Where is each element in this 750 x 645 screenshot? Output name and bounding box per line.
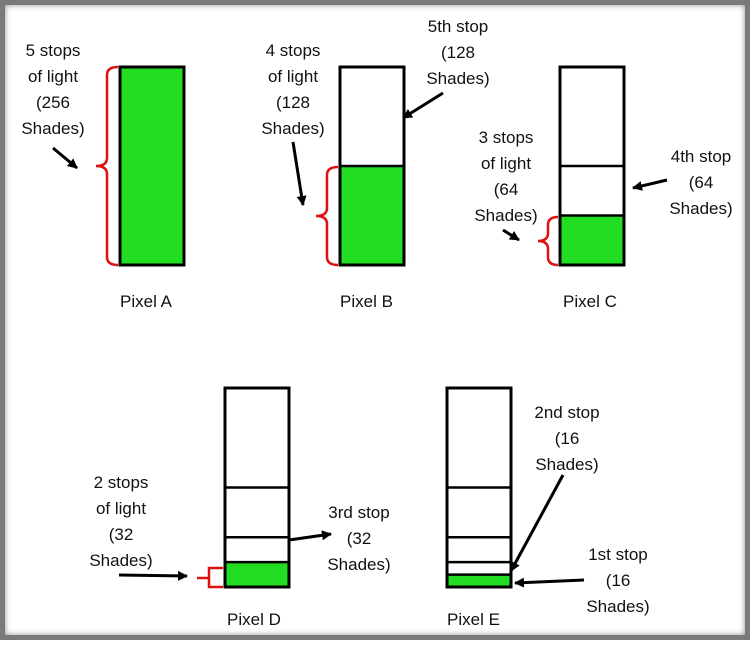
pixel-d-3rd-stop-arrow xyxy=(288,530,332,542)
pixel-c-brace xyxy=(537,215,559,267)
pixel-b-fill xyxy=(340,166,404,265)
pixel-c-stops-label: 3 stops of light (64 Shades) xyxy=(474,128,538,225)
pixel-b-stops-label: 4 stops of light (128 Shades) xyxy=(261,41,325,138)
pixel-e-1st-stop-note: 1st stop (16 Shades) xyxy=(586,545,650,616)
pixel-c-fill xyxy=(560,215,624,265)
pixel-d-stops-label: 2 stops of light (32 Shades) xyxy=(89,473,153,570)
pixel-d-fill xyxy=(225,562,289,587)
pixel-b-stops-arrow xyxy=(291,141,307,206)
pixel-c-4th-stop-arrow xyxy=(632,178,668,191)
pixel-e-outline xyxy=(445,386,513,589)
pixel-e-2nd-stop-note: 2nd stop (16 Shades) xyxy=(534,403,600,474)
stops-diagram xyxy=(52,65,668,589)
pixel-e-2nd-stop-arrow xyxy=(509,474,565,572)
pixel-a-fill xyxy=(120,67,184,265)
pixel-c-outline xyxy=(558,65,626,267)
pixel-b-5th-stop-note: 5th stop (128 Shades) xyxy=(426,17,490,88)
pixel-e-fill xyxy=(447,574,511,587)
pixel-e-label: Pixel E xyxy=(447,610,500,629)
pixel-a-stops-arrow xyxy=(52,146,78,170)
pixel-c-4th-stop-note: 4th stop (64 Shades) xyxy=(669,147,733,218)
pixel-b-label: Pixel B xyxy=(340,292,393,311)
pixel-a-outline xyxy=(118,65,186,267)
pixel-e-1st-stop-arrow xyxy=(514,577,585,588)
pixel-d-outline xyxy=(223,386,291,589)
pixel-a-stops-label: 5 stops of light (256 Shades) xyxy=(21,41,85,138)
pixel-c-label: Pixel C xyxy=(563,292,617,311)
pixel-d-brace xyxy=(197,566,223,589)
pixel-b-outline xyxy=(338,65,406,267)
pixel-d-stops-arrow xyxy=(118,570,188,581)
pixel-b-brace xyxy=(315,165,339,267)
pixel-d-3rd-stop-note: 3rd stop (32 Shades) xyxy=(327,503,391,574)
pixel-b-5th-stop-arrow xyxy=(402,91,444,120)
pixel-a-label: Pixel A xyxy=(120,292,172,311)
pixel-d-label: Pixel D xyxy=(227,610,281,629)
pixel-a-brace xyxy=(95,65,119,267)
pixel-c-stops-arrow xyxy=(502,228,520,242)
